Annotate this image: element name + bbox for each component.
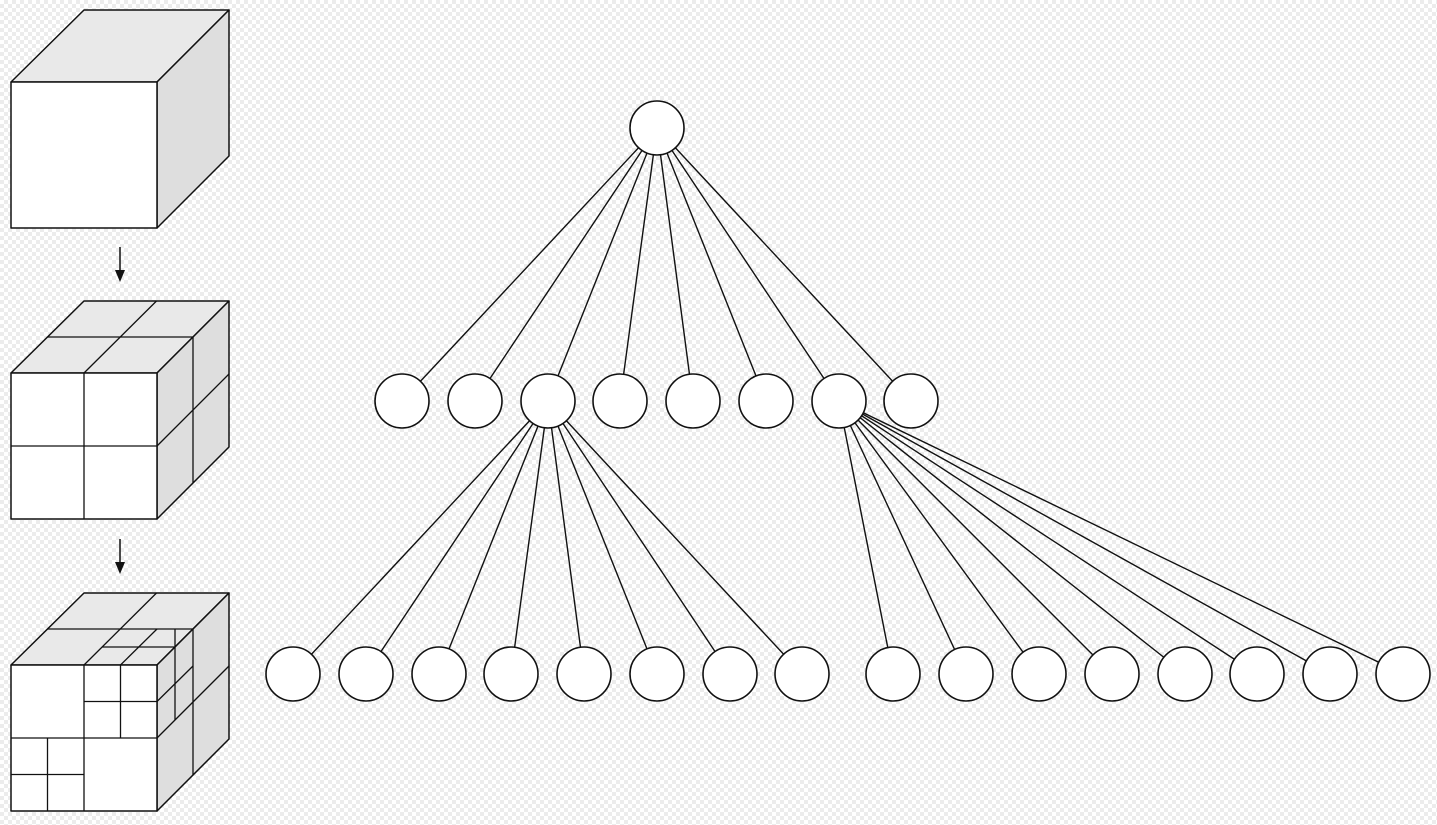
root-node [629,100,685,156]
level1-node [883,373,939,429]
cube-body [10,300,230,520]
level1-node [447,373,503,429]
down-arrow-icon [115,247,125,282]
cube-level-0 [10,9,230,229]
subdivision-lines [11,300,230,519]
level1-node [520,373,576,429]
level2-node [1375,646,1431,702]
level2-node [556,646,612,702]
level2-node [1302,646,1358,702]
level1-node [374,373,430,429]
level1-node [811,373,867,429]
level1-node [592,373,648,429]
level2-node [938,646,994,702]
level2-node [774,646,830,702]
level2-node [411,646,467,702]
level2-node [338,646,394,702]
level1-node [738,373,794,429]
cube-level-1 [10,300,230,520]
level2-node [702,646,758,702]
level2-node [1229,646,1285,702]
cube-level-2 [10,592,230,812]
level2-node [629,646,685,702]
level2-node [1011,646,1067,702]
level2-node [1157,646,1213,702]
level2-node [483,646,539,702]
level2-node [1084,646,1140,702]
level2-node [865,646,921,702]
level1-node [665,373,721,429]
down-arrow-icon [115,539,125,574]
cube-body [10,9,230,229]
tree-nodes [265,100,1431,702]
subdivision-lines [11,592,230,811]
level2-node [265,646,321,702]
tree-edges [292,127,1404,675]
